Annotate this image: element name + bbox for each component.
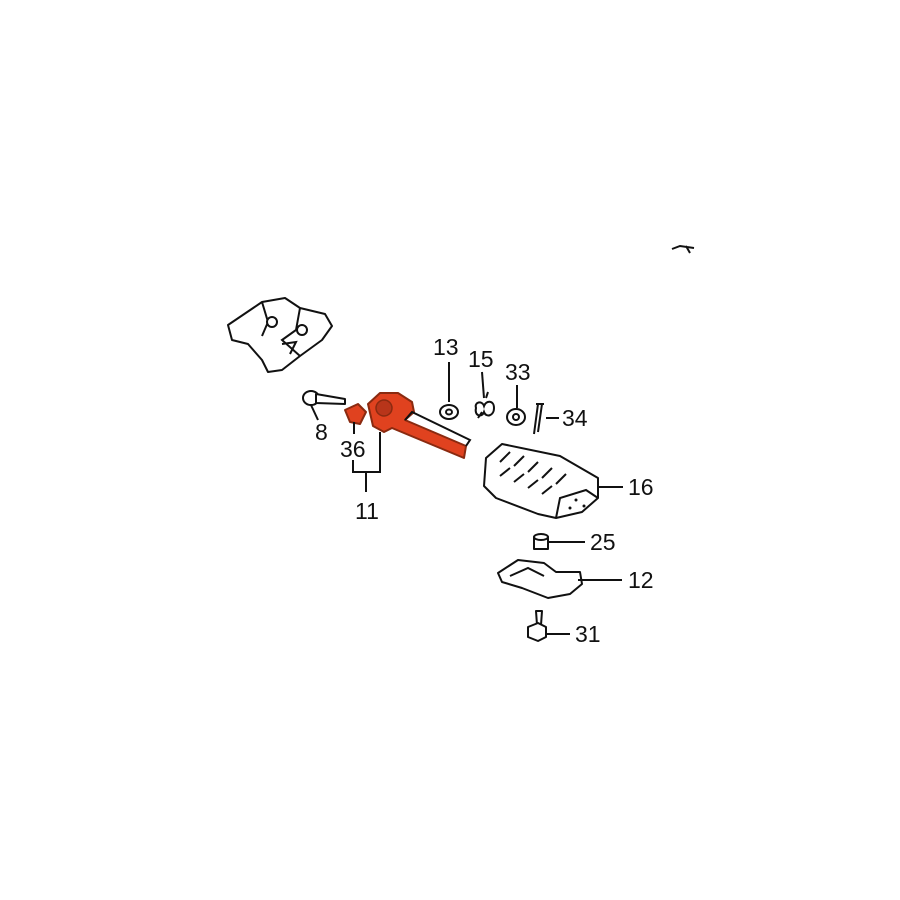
callout-25: 25 bbox=[590, 529, 616, 555]
callout-34: 34 bbox=[562, 405, 588, 431]
leader-lines bbox=[310, 362, 623, 635]
part-16-rubber bbox=[483, 443, 599, 519]
footpeg-bracket bbox=[227, 297, 333, 373]
callout-12: 12 bbox=[628, 567, 654, 593]
part-12-plate bbox=[497, 559, 583, 599]
part-8-pin bbox=[302, 390, 346, 406]
part-13-washer bbox=[439, 404, 459, 420]
part-25-collar bbox=[533, 533, 549, 550]
callout-13: 13 bbox=[433, 334, 459, 360]
corner-mark bbox=[671, 244, 695, 254]
part-33-washer bbox=[506, 408, 526, 426]
callout-36: 36 bbox=[340, 436, 366, 462]
callout-15: 15 bbox=[468, 346, 494, 372]
callout-31: 31 bbox=[575, 621, 601, 647]
callout-8: 8 bbox=[315, 419, 328, 445]
part-36-highlighted bbox=[344, 403, 367, 425]
part-31-bolt bbox=[527, 610, 547, 642]
part-15-spring bbox=[474, 391, 496, 419]
callout-33: 33 bbox=[505, 359, 531, 385]
part-11-footpeg-highlighted bbox=[367, 392, 472, 459]
part-34-cotter-pin bbox=[533, 403, 544, 435]
callout-11: 11 bbox=[355, 498, 379, 524]
callout-16: 16 bbox=[628, 474, 654, 500]
